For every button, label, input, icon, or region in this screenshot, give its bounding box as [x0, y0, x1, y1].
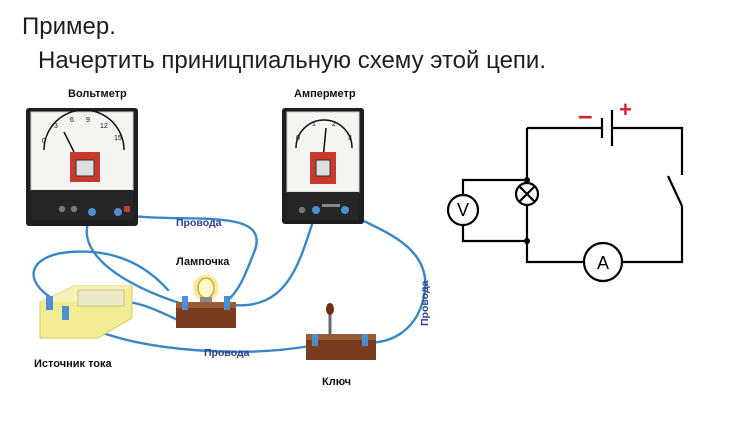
- voltmeter-scale: 0 3 6 9 12 15: [42, 117, 122, 145]
- ammeter-symbol: A: [597, 253, 609, 273]
- key-label: Ключ: [322, 376, 351, 388]
- key-terminal: [312, 334, 318, 346]
- ammeter-label: Амперметр: [294, 88, 356, 100]
- ammeter-device: Амперметр 0 1 2 3: [282, 88, 364, 224]
- svg-text:15: 15: [114, 135, 122, 142]
- schematic-lamp-icon: [514, 181, 540, 207]
- source-label: Источник тока: [34, 358, 113, 370]
- schematic-wire-bottom: [622, 206, 684, 264]
- voltmeter-terminal: [114, 208, 122, 216]
- wire-voltmeter-to-lamp: [85, 212, 188, 307]
- schematic-voltmeter-branch-lower: [461, 224, 527, 243]
- minus-sign: –: [578, 100, 592, 130]
- svg-text:1: 1: [312, 121, 316, 128]
- lamp-terminal: [224, 296, 230, 310]
- voltmeter-symbol: V: [457, 200, 469, 220]
- voltmeter-label: Вольтметр: [68, 88, 127, 100]
- lamp-device: Лампочка: [176, 256, 236, 328]
- ammeter-scale: 0 1 2 3: [296, 121, 352, 142]
- lamp-base: [176, 306, 236, 328]
- wire-key-to-source: [98, 330, 312, 353]
- key-base: [306, 338, 376, 360]
- schematic-ammeter: A: [582, 241, 624, 283]
- svg-text:9: 9: [86, 117, 90, 124]
- schematic-wire-left-lower: [525, 204, 584, 264]
- ammeter-terminal: [341, 206, 349, 214]
- svg-text:12: 12: [100, 123, 108, 130]
- wires-label: Провода: [204, 347, 250, 359]
- wire-ammeter-to-key: [343, 210, 427, 344]
- wires-label: Провода: [419, 280, 431, 326]
- plus-sign: +: [619, 97, 632, 122]
- svg-text:3: 3: [54, 123, 58, 130]
- svg-text:6: 6: [70, 117, 74, 124]
- key-terminal: [362, 334, 368, 346]
- lamp-bulb-icon: [197, 277, 215, 299]
- wire-voltmeter-to-lamp-right: [116, 212, 258, 304]
- wires-label: Провода: [176, 217, 222, 229]
- lamp-terminal: [182, 296, 188, 310]
- schematic-wire-top-right: [612, 126, 684, 175]
- wire-lamp-to-ammeter: [230, 210, 318, 307]
- slide-subtitle: Начертить приницпиальную схему этой цепи…: [38, 47, 546, 74]
- schematic-voltmeter: V: [446, 193, 480, 227]
- schematic-diagram: [461, 126, 684, 264]
- svg-text:0: 0: [42, 138, 46, 145]
- svg-text:2: 2: [332, 121, 336, 128]
- key-device: Ключ: [306, 303, 376, 388]
- schematic-voltmeter-branch: [461, 178, 527, 196]
- lamp-label: Лампочка: [176, 256, 230, 268]
- source-terminal: [62, 306, 69, 320]
- schematic-switch: [667, 175, 683, 207]
- power-source-device: Источник тока: [34, 285, 133, 370]
- wire-source-around: [32, 250, 170, 302]
- source-terminal: [46, 296, 53, 310]
- voltmeter-terminal: [88, 208, 96, 216]
- svg-text:0: 0: [296, 135, 300, 142]
- ammeter-terminal: [312, 206, 320, 214]
- voltmeter-terminal: [58, 205, 66, 213]
- schematic-junction: [524, 238, 530, 244]
- voltmeter-device: Вольтметр 0 3 6 9 12 15: [26, 88, 138, 226]
- svg-text:3: 3: [348, 135, 352, 142]
- slide-title: Пример.: [22, 13, 116, 40]
- schematic-battery: – +: [578, 97, 632, 146]
- schematic-junction: [524, 177, 530, 183]
